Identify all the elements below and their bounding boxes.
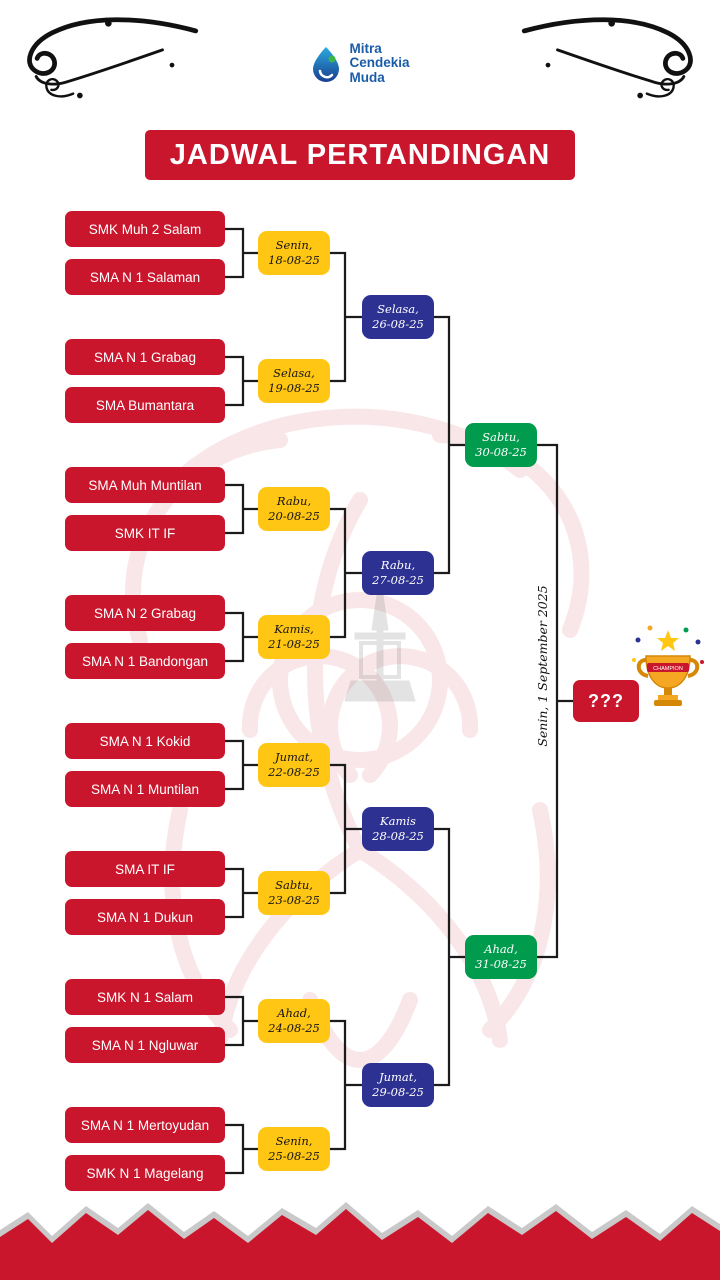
team-box: SMA N 1 Kokid [65,723,225,759]
match-date: 19-08-25 [268,381,320,395]
match-day: Jumat, [378,1070,418,1085]
match-day: Ahad, [484,942,518,957]
match-date-box: Rabu, 20-08-25 [258,487,330,531]
logo-drop-icon [313,46,340,82]
match-date-box: Jumat, 22-08-25 [258,743,330,787]
match-date: 31-08-25 [475,957,527,971]
match-day: Ahad, [277,1006,311,1021]
quarterfinal-date-box: Selasa, 26-08-25 [362,295,434,339]
team-box: SMK N 1 Magelang [65,1155,225,1191]
team-box: SMA N 1 Dukun [65,899,225,935]
team-box: SMK Muh 2 Salam [65,211,225,247]
team-box: SMK IT IF [65,515,225,551]
match-date: 30-08-25 [475,445,527,459]
semifinal-date-box: Sabtu, 30-08-25 [465,423,537,467]
match-day: Sabtu, [275,878,313,893]
team-box: SMA N 1 Ngluwar [65,1027,225,1063]
match-date: 21-08-25 [268,637,320,651]
match-date-box: Senin, 18-08-25 [258,231,330,275]
logo-text: Mitra Cendekia Muda [349,41,410,85]
match-date: 20-08-25 [268,509,320,523]
match-date: 18-08-25 [268,253,320,267]
team-box: SMK N 1 Salam [65,979,225,1015]
team-box: SMA N 1 Bandongan [65,643,225,679]
team-box: SMA IT IF [65,851,225,887]
team-box: SMA N 1 Mertoyudan [65,1107,225,1143]
match-date: 24-08-25 [268,1021,320,1035]
match-day: Selasa, [273,366,315,381]
champion-box: ??? [573,680,639,722]
logo-line3: Muda [349,69,385,85]
match-day: Rabu, [276,494,312,509]
match-day: Kamis, [274,622,314,637]
semifinal-date-box: Ahad, 31-08-25 [465,935,537,979]
team-box: SMA Muh Muntilan [65,467,225,503]
match-date-box: Sabtu, 23-08-25 [258,871,330,915]
match-day: Senin, [275,238,313,253]
match-day: Rabu, [380,558,416,573]
team-box: SMA N 1 Grabag [65,339,225,375]
logo: Mitra Cendekia Muda [0,41,720,85]
quarterfinal-date-box: Jumat, 29-08-25 [362,1063,434,1107]
title-banner: JADWAL PERTANDINGAN [145,130,575,180]
match-day: Kamis [380,814,416,829]
match-day: Senin, [275,1134,313,1149]
match-date-box: Selasa, 19-08-25 [258,359,330,403]
torn-paper-edge [0,1202,720,1280]
match-date: 23-08-25 [268,893,320,907]
trophy-icon: CHAMPION [632,625,704,706]
match-date: 28-08-25 [372,829,424,843]
match-date: 25-08-25 [268,1149,320,1163]
match-date-box: Kamis, 21-08-25 [258,615,330,659]
match-date-box: Senin, 25-08-25 [258,1127,330,1171]
final-date-label: Senin, 1 September 2025 [535,585,550,747]
match-day: Jumat, [274,750,314,765]
logo-line1: Mitra [349,41,382,56]
team-box: SMA N 1 Muntilan [65,771,225,807]
match-date: 27-08-25 [372,573,424,587]
page-title: JADWAL PERTANDINGAN [169,138,551,171]
match-day: Selasa, [377,302,419,317]
logo-line2: Cendekia [349,55,410,71]
trophy-band-label: CHAMPION [653,666,683,672]
match-date: 29-08-25 [372,1085,424,1099]
match-date: 22-08-25 [268,765,320,779]
quarterfinal-date-box: Kamis 28-08-25 [362,807,434,851]
match-day: Sabtu, [482,430,520,445]
match-date-box: Ahad, 24-08-25 [258,999,330,1043]
quarterfinal-date-box: Rabu, 27-08-25 [362,551,434,595]
team-box: SMA N 2 Grabag [65,595,225,631]
match-date: 26-08-25 [372,317,424,331]
team-box: SMA N 1 Salaman [65,259,225,295]
team-box: SMA Bumantara [65,387,225,423]
